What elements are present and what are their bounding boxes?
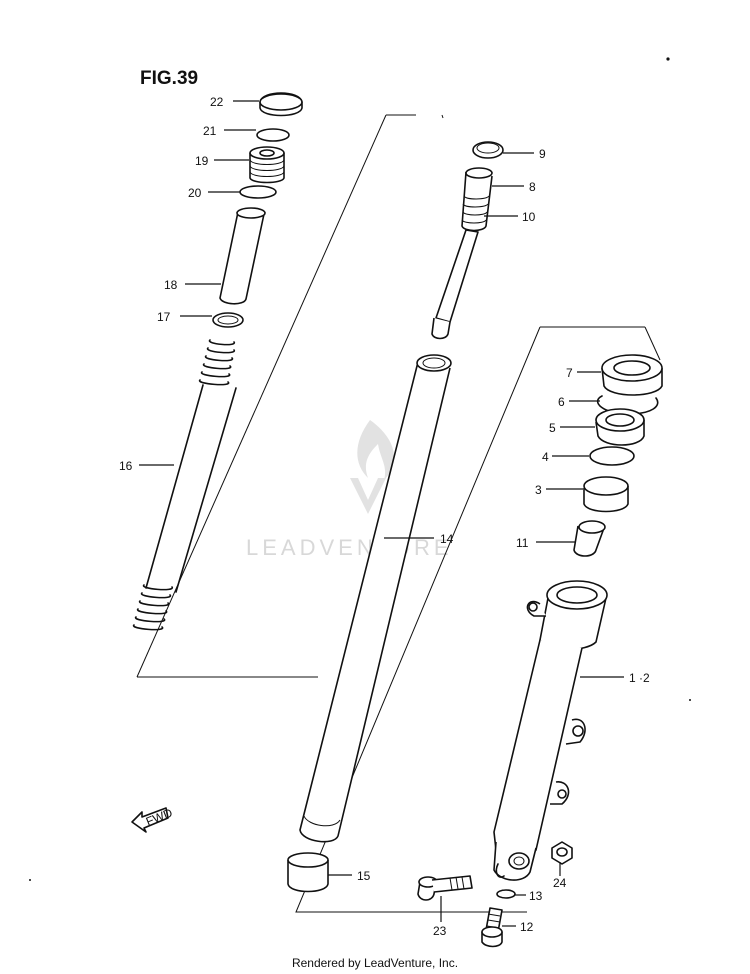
watermark: LEADVENTURE [246,420,453,560]
part-3-bushing [583,476,629,513]
watermark-text: LEADVENTURE [246,535,453,560]
callout-1-2: 1 ·2 [629,671,650,685]
callout-13: 13 [529,889,543,903]
callout-11: 11 [516,536,529,550]
part-17-washer-inner [217,315,239,325]
callout-19: 19 [195,154,209,168]
part-24-nut [551,841,573,865]
part-11-piece [573,520,606,557]
part-15-bushing [287,852,329,893]
stray-dot [666,57,670,61]
part-12-screw [481,907,503,948]
part-14-inner-tube [299,354,452,843]
part-5-oil-seal [595,408,645,446]
group-bracket-right [295,326,661,913]
callout-labels: 22 21 19 20 18 17 16 9 8 10 14 15 7 6 5 … [119,95,650,938]
part-22-cap [259,92,303,117]
callout-21: 21 [203,124,217,138]
callout-15: 15 [357,869,371,883]
callout-12: 12 [520,920,534,934]
callout-23: 23 [433,924,447,938]
leader-lines [139,100,624,927]
callout-16: 16 [119,459,133,473]
part-19-bolt [249,146,285,184]
callout-20: 20 [188,186,202,200]
watermark-flame-icon [357,420,395,480]
part-17-washer [212,312,244,328]
callout-7: 7 [566,366,573,380]
part-23-bolt [417,875,473,901]
callout-14: 14 [440,532,454,546]
stray-dot [689,699,691,701]
part-18-spacer [219,207,266,305]
part-1-2-outer-tube [493,580,608,881]
stray-dot [29,879,31,881]
callout-22: 22 [210,95,224,109]
callout-24: 24 [553,876,567,890]
part-8-damper-rod [431,167,493,340]
callout-8: 8 [529,180,536,194]
callout-6: 6 [558,395,565,409]
part-16-spring [133,339,237,631]
callout-9: 9 [539,147,546,161]
callout-3: 3 [535,483,542,497]
watermark-v-icon [350,478,386,514]
callout-18: 18 [164,278,178,292]
callout-10: 10 [522,210,536,224]
callout-4: 4 [542,450,549,464]
footer-credit: Rendered by LeadVenture, Inc. [291,956,459,970]
part-9-ring [472,141,504,159]
part-13-washer [496,889,516,899]
callout-5: 5 [549,421,556,435]
part-7-dust-seal [601,354,663,396]
part-21-oring [256,128,290,142]
group-bracket-left [136,114,444,678]
fwd-arrow-label: FWD [144,805,175,828]
part-4-washer [589,446,635,466]
fwd-arrow-icon: FWD [131,805,175,833]
part-20-ring [239,185,277,199]
figure-title: FIG.39 [140,68,198,89]
callout-17: 17 [157,310,171,324]
